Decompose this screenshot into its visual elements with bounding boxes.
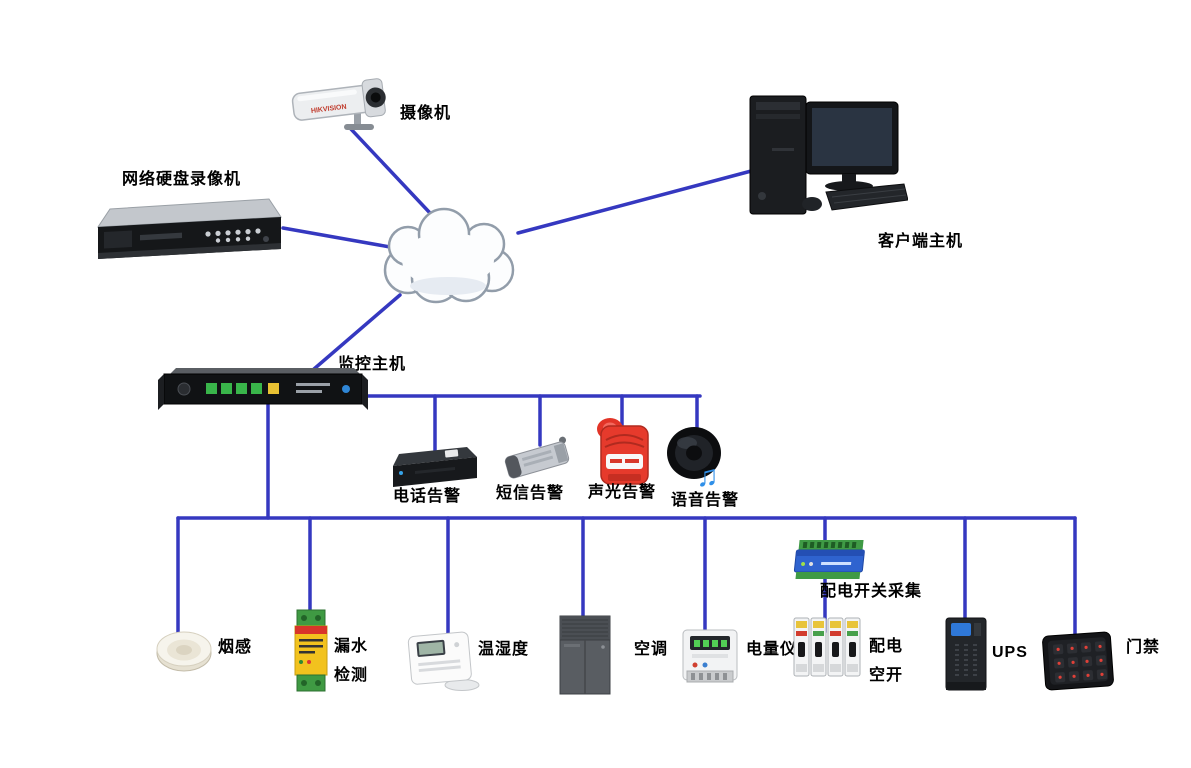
temp-humidity-label: 温湿度 xyxy=(478,641,530,658)
ups-label: UPS xyxy=(992,644,1028,661)
camera-brand-text: HIKVISION xyxy=(311,104,347,115)
sms-alarm-label: 短信告警 xyxy=(496,485,565,502)
power-meter-device xyxy=(675,628,745,688)
power-meter-label: 电量仪 xyxy=(746,641,798,658)
mouse-icon xyxy=(802,197,822,211)
dist-switch-collector-label: 配电开关采集 xyxy=(820,583,923,600)
client-computer-device xyxy=(748,88,908,228)
nvr-device xyxy=(88,196,283,266)
music-note-icon: ♫ xyxy=(696,460,719,492)
dist-breaker-device xyxy=(790,614,866,682)
access-control-device xyxy=(1040,628,1116,694)
nvr-label: 网络硬盘录像机 xyxy=(122,171,242,188)
sound-light-alarm-device xyxy=(593,416,655,492)
voice-alarm-label: 语音告警 xyxy=(671,492,740,509)
access-control-label: 门禁 xyxy=(1126,639,1161,656)
camera-device: HIKVISION xyxy=(288,76,398,136)
phone-alarm-label: 电话告警 xyxy=(393,488,462,505)
monitor-host-device xyxy=(158,366,368,412)
water-leak-device xyxy=(291,608,331,693)
smoke-sensor-label: 烟感 xyxy=(218,639,253,656)
client-label: 客户端主机 xyxy=(878,233,964,250)
air-conditioner-label: 空调 xyxy=(634,641,669,658)
ups-device xyxy=(942,616,990,692)
air-conditioner-device xyxy=(556,614,614,696)
dist-breaker-label: 配电 空开 xyxy=(869,638,904,684)
dist-switch-collector-device xyxy=(782,536,870,582)
phone-alarm-device xyxy=(385,442,480,490)
camera-label: 摄像机 xyxy=(400,105,452,122)
monitor-host-label: 监控主机 xyxy=(338,356,407,373)
temp-humidity-device xyxy=(402,630,487,692)
network-cloud xyxy=(368,192,528,310)
water-leak-label: 漏水 检测 xyxy=(334,638,369,684)
voice-alarm-device: ♫ xyxy=(666,424,728,492)
smoke-sensor-device xyxy=(155,625,213,673)
sms-alarm-device xyxy=(500,433,575,488)
sound-light-alarm-label: 声光告警 xyxy=(588,484,657,501)
